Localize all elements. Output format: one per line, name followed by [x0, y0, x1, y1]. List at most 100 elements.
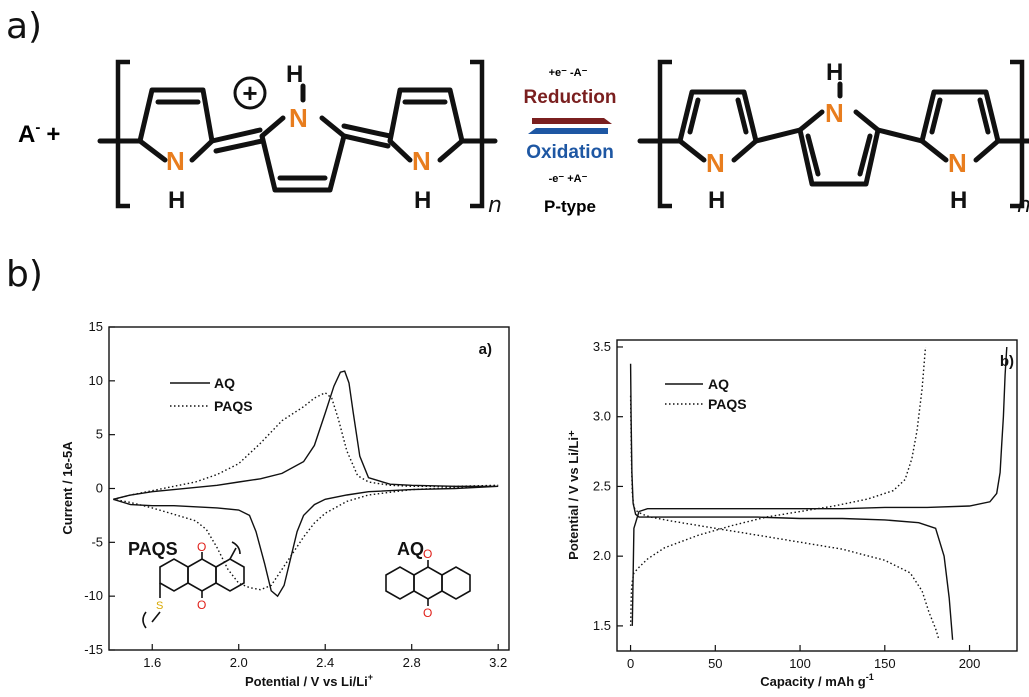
- y-tick-label: 3.0: [593, 409, 611, 424]
- oxygen-atom: O: [423, 547, 432, 561]
- benzene-ring: [385, 566, 415, 600]
- aq-structure: AQ O O: [385, 539, 471, 620]
- bond: [677, 138, 707, 163]
- legend-label-aq: AQ: [708, 376, 729, 392]
- redox-arrows: +e⁻ -A⁻ Reduction Oxidation -e⁻ +A⁻ P-ty…: [524, 67, 617, 216]
- double-bond: [735, 97, 749, 135]
- legend-label-aq: AQ: [214, 375, 235, 391]
- bond: [387, 138, 413, 163]
- bond: [437, 138, 465, 163]
- oxygen-atom: O: [197, 598, 206, 612]
- panel-b-label: b): [6, 254, 43, 295]
- legend-label-paqs: PAQS: [708, 396, 747, 412]
- pyrrole-ring-4: [677, 89, 759, 142]
- repeat-n-right: n: [1017, 193, 1029, 218]
- series-line-paqs-discharge: [629, 395, 940, 641]
- charge-sign: +: [242, 78, 257, 108]
- exo-double-bond: [341, 123, 393, 139]
- bond: [151, 611, 161, 623]
- pyrrole-ring-3: [387, 87, 465, 142]
- series-line-aq-discharge: [629, 363, 954, 640]
- y-tick-label: 2.0: [593, 548, 611, 563]
- bond: [189, 138, 215, 163]
- double-bond: [805, 133, 821, 177]
- bond: [259, 115, 286, 139]
- paqs-structure-label: PAQS: [128, 539, 178, 559]
- x-tick-label: 0: [627, 656, 634, 671]
- left-bracket-close: [470, 59, 485, 209]
- polymer-bracket: [231, 541, 241, 555]
- bond: [731, 138, 759, 163]
- x-tick-label: 200: [959, 656, 981, 671]
- cv-corner-label: a): [479, 341, 492, 358]
- reduction-label: Reduction: [524, 87, 617, 108]
- hydrogen-atom: H: [286, 61, 303, 88]
- x-tick-label: 150: [874, 656, 896, 671]
- right-bracket-close: [1010, 59, 1025, 209]
- y-tick-label: 2.5: [593, 478, 611, 493]
- oxidation-label: Oxidation: [526, 142, 614, 163]
- x-tick-label: 2.0: [230, 655, 248, 670]
- y-tick-label: 5: [96, 427, 103, 442]
- exo-double-bond: [209, 127, 263, 144]
- double-bond: [857, 133, 873, 177]
- double-bond: [687, 97, 701, 135]
- quinone-ring: [187, 558, 217, 592]
- gc-plot-frame: [616, 339, 1018, 652]
- gc-x-axis-label: Capacity / mAh g-1: [760, 672, 873, 689]
- nitrogen-atom: N: [166, 146, 185, 176]
- gc-y-axis-label: Potential / V vs Li/Li⁺: [566, 430, 581, 560]
- gc-legend: AQ PAQS: [665, 376, 747, 412]
- series-line-paqs-charge: [629, 346, 927, 626]
- cv-y-axis-label: Current / 1e-5A: [60, 441, 75, 535]
- cv-x-axis-label: Potential / V vs Li/Li+: [245, 672, 373, 689]
- cv-legend: AQ PAQS: [170, 375, 253, 414]
- gc-series: [629, 346, 1008, 641]
- reduction-arrow-icon: [532, 118, 612, 124]
- benzene-ring: [441, 566, 471, 600]
- oxygen-atom: O: [423, 606, 432, 620]
- bond: [753, 127, 803, 144]
- p-type-label: P-type: [544, 197, 596, 216]
- exo-double-bond: [213, 138, 265, 154]
- bond: [137, 138, 168, 163]
- bond: [919, 138, 949, 163]
- positive-charge-icon: [233, 76, 267, 110]
- quinone-ring: [413, 566, 443, 600]
- y-tick-label: -15: [84, 642, 103, 657]
- x-tick-label: 1.6: [143, 655, 161, 670]
- nitrogen-atom: N: [948, 148, 967, 178]
- panel-a-label: a): [6, 6, 43, 47]
- bond: [853, 109, 881, 133]
- oxygen-atom: O: [197, 540, 206, 554]
- nitrogen-atom: N: [706, 148, 725, 178]
- hydrogen-atom: H: [414, 187, 431, 214]
- hydrogen-atom: H: [708, 187, 725, 214]
- pyrrole-ring-6: [919, 89, 1001, 142]
- y-tick-label: -5: [91, 534, 103, 549]
- benzene-ring: [215, 558, 245, 592]
- nitrogen-atom: N: [825, 98, 844, 128]
- double-bond: [977, 97, 991, 135]
- nitrogen-atom: N: [412, 146, 431, 176]
- repeat-n-left: n: [488, 193, 502, 218]
- x-tick-label: 2.8: [403, 655, 421, 670]
- bond: [973, 138, 1001, 163]
- exo-double-bond: [341, 133, 391, 149]
- pyrrole-ring-5: [797, 129, 881, 187]
- nitrogen-atom: N: [289, 103, 308, 133]
- bond: [319, 115, 347, 139]
- oxidation-arrow-icon: [528, 128, 608, 134]
- pyrrole-ring-2: [259, 135, 347, 193]
- bond: [229, 547, 237, 560]
- series-line-aq: [113, 370, 499, 598]
- paqs-structure: PAQS O O S: [128, 539, 245, 629]
- x-tick-label: 3.2: [489, 655, 507, 670]
- x-tick-label: 100: [789, 656, 811, 671]
- benzene-ring: [159, 558, 189, 592]
- sulfur-atom: S: [156, 600, 163, 612]
